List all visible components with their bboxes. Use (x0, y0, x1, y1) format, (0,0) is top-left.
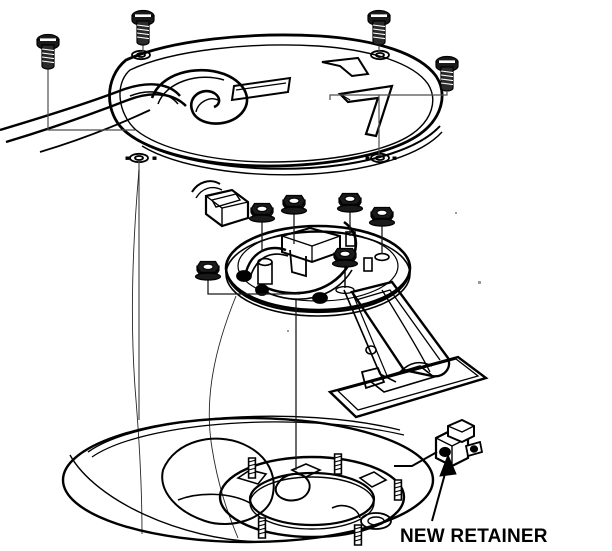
flange-nut-1 (248, 202, 276, 223)
tank-flange (218, 455, 406, 539)
new-retainer-arrow (431, 453, 457, 522)
fuel-tank (61, 415, 435, 544)
assembly-center-lines (132, 169, 239, 539)
flange-nut-5 (194, 260, 222, 281)
fuel-hose (0, 83, 187, 153)
leader-nut-outer-left (207, 278, 300, 295)
tank-stud-4 (257, 517, 267, 539)
flange-nut-3 (336, 192, 364, 213)
retainer-tie-line (394, 451, 438, 467)
leader-screw-1 (47, 52, 135, 131)
tank-stud-5 (353, 524, 363, 546)
flange-leader-lines (207, 208, 383, 470)
electrical-connector (191, 180, 250, 228)
new-retainer (434, 418, 484, 468)
access-cover (108, 33, 444, 176)
flange-nut-4 (368, 206, 396, 227)
scan-artifacts (287, 212, 481, 332)
flange-center-nut (331, 247, 359, 295)
new-retainer-label: NEW RETAINER (400, 526, 548, 547)
tank-stud-1 (247, 457, 257, 479)
tank-stud-3 (393, 479, 403, 501)
flange-nut-2 (280, 194, 308, 215)
leader-screw-4-h (329, 92, 448, 100)
tank-stud-2 (333, 453, 343, 475)
